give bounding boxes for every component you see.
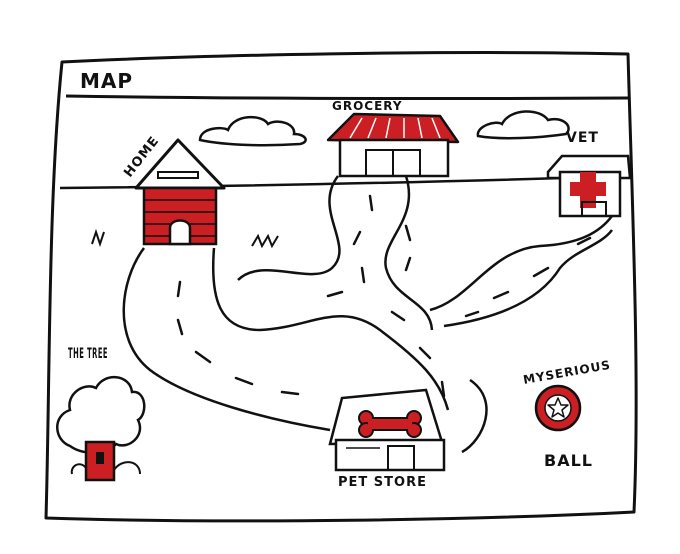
road-network — [122, 175, 613, 454]
house-icon — [134, 138, 226, 246]
location-pet-store[interactable]: PET STORE — [328, 388, 446, 490]
cloud-icon — [476, 110, 570, 140]
cloud-icon — [198, 116, 307, 147]
map-title: MAP — [80, 69, 133, 93]
location-home[interactable]: HOME — [121, 134, 226, 246]
location-label: PET STORE — [338, 475, 427, 490]
location-label-top: MYSERIOUS — [522, 358, 612, 387]
pet-store-icon — [328, 388, 446, 472]
mystery-ball-icon — [534, 384, 582, 432]
location-label: THE TREE — [68, 346, 108, 362]
grocery-store-icon — [326, 112, 460, 178]
bone-icon — [358, 410, 422, 438]
treehouse-icon — [56, 376, 146, 482]
location-label-bottom: BALL — [544, 451, 593, 470]
vet-clinic-icon — [546, 154, 632, 218]
location-mysterious-ball[interactable]: MYSERIOUS BALL — [522, 358, 612, 470]
location-grocery[interactable]: GROCERY — [326, 99, 460, 178]
location-label: GROCERY — [332, 99, 403, 113]
location-label: VET — [566, 130, 599, 146]
grass-icon — [251, 233, 279, 249]
location-tree[interactable]: THE TREE — [56, 346, 146, 482]
grass-icon — [91, 228, 105, 248]
location-vet[interactable]: VET — [546, 130, 632, 218]
